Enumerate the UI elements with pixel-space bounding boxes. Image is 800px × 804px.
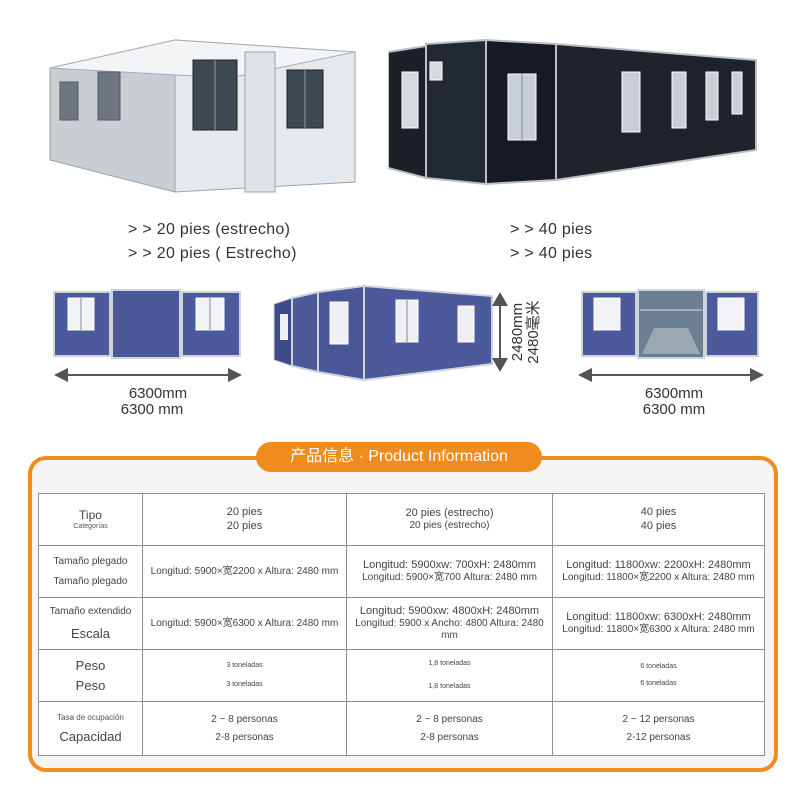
cell: Longitud: 11800xw: 6300xH: 2480mm Longit… bbox=[552, 597, 765, 650]
blue-container-front-photo bbox=[53, 289, 241, 359]
blue-container-perspective-photo bbox=[273, 284, 493, 382]
width-arrow-right bbox=[578, 368, 764, 382]
table-row: Tipo Categorías 20 pies 20 pies 20 pies … bbox=[38, 493, 765, 546]
cell: 20 pies (estrecho) 20 pies (estrecho) bbox=[346, 493, 553, 546]
cell: Longitud: 11800xw: 2200xH: 2480mm Longit… bbox=[552, 545, 765, 598]
height-label: 2480mm bbox=[509, 302, 526, 362]
dark-container-photo bbox=[388, 38, 757, 186]
height-label-alt: 2480毫米 bbox=[525, 300, 542, 364]
cell: Longitud: 5900xw: 4800xH: 2480mm Longitu… bbox=[346, 597, 553, 650]
table-row: Tasa de ocupación Capacidad 2 ~ 8 person… bbox=[38, 701, 765, 756]
cell: Longitud: 5900×宽2200 x Altura: 2480 mm bbox=[142, 545, 347, 598]
row-label: Peso Peso bbox=[38, 649, 143, 702]
cell: 2 ~ 12 personas 2-12 personas bbox=[552, 701, 765, 756]
caption-40ft-alt: > > 40 pies bbox=[510, 245, 593, 262]
table-row: Tamaño plegado Tamaño plegado Longitud: … bbox=[38, 545, 765, 598]
white-container-photo bbox=[49, 39, 356, 193]
spec-table: Tipo Categorías 20 pies 20 pies 20 pies … bbox=[38, 493, 765, 756]
height-arrow bbox=[492, 292, 508, 372]
width-arrow-left bbox=[54, 368, 242, 382]
cell: Longitud: 5900xw: 700xH: 2480mm Longitud… bbox=[346, 545, 553, 598]
table-row: Tamaño extendido Escala Longitud: 5900×宽… bbox=[38, 597, 765, 650]
panel-title: 产品信息 · Product Information bbox=[256, 442, 542, 472]
caption-20ft-narrow: > > 20 pies (estrecho) bbox=[128, 221, 291, 238]
cell: 20 pies 20 pies bbox=[142, 493, 347, 546]
height-labels: 2480mm 2480毫米 bbox=[508, 290, 542, 374]
row-label: Tipo Categorías bbox=[38, 493, 143, 546]
row-label: Tamaño extendido Escala bbox=[38, 597, 143, 650]
cell: 40 pies 40 pies bbox=[552, 493, 765, 546]
width-label-right-alt: 6300 mm bbox=[642, 401, 706, 418]
row-label: Tamaño plegado Tamaño plegado bbox=[38, 545, 143, 598]
cell: 1,8 toneladas 1,8 toneladas bbox=[346, 649, 553, 702]
cell: 3 toneladas 3 toneladas bbox=[142, 649, 347, 702]
width-label-left: 6300mm bbox=[128, 385, 188, 402]
width-label-left-alt: 6300 mm bbox=[120, 401, 184, 418]
table-row: Peso Peso 3 toneladas 3 toneladas 1,8 to… bbox=[38, 649, 765, 702]
row-label: Tasa de ocupación Capacidad bbox=[38, 701, 143, 756]
width-label-right: 6300mm bbox=[644, 385, 704, 402]
blue-container-open-photo bbox=[581, 289, 759, 359]
caption-40ft: > > 40 pies bbox=[510, 221, 593, 238]
cell: 2 ~ 8 personas 2-8 personas bbox=[346, 701, 553, 756]
cell: 2 ~ 8 personas 2-8 personas bbox=[142, 701, 347, 756]
caption-20ft-narrow-alt: > > 20 pies ( Estrecho) bbox=[128, 245, 297, 262]
cell: Longitud: 5900×宽6300 x Altura: 2480 mm bbox=[142, 597, 347, 650]
cell: 6 toneladas 6 toneladas bbox=[552, 649, 765, 702]
